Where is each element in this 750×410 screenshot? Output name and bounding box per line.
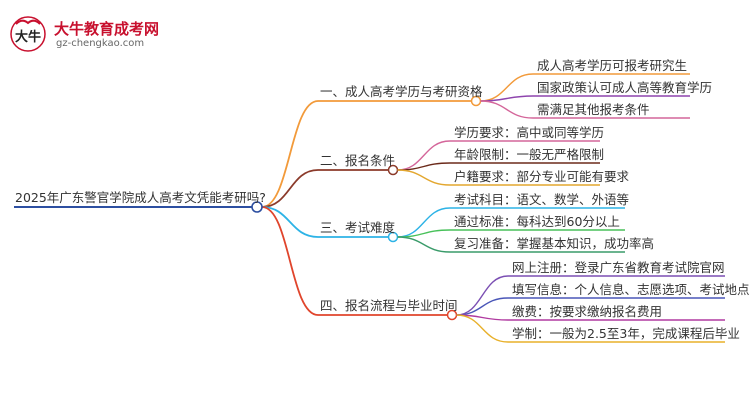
child-label[interactable]: 需满足其他报考条件 (537, 102, 650, 117)
child-connector (480, 73, 534, 102)
child-label[interactable]: 学历要求：高中或同等学历 (454, 125, 605, 140)
branch-connector (261, 206, 319, 316)
brand-logo[interactable]: 大牛 大牛教育成考网 gz-chengkao.com (8, 14, 248, 54)
child-connector (397, 236, 451, 253)
child-connector (397, 207, 451, 238)
branch-label[interactable]: 四、报名流程与毕业时间 (320, 298, 458, 313)
child-connector (397, 140, 451, 171)
branch-connector (261, 169, 319, 208)
child-label[interactable]: 学制：一般为2.5至3年，完成课程后毕业 (512, 326, 740, 341)
child-connector (480, 100, 534, 119)
child-label[interactable]: 考试科目：语文、数学、外语等 (454, 192, 630, 207)
child-label[interactable]: 缴费：按要求缴纳报名费用 (512, 304, 663, 319)
branch-label[interactable]: 一、成人高考学历与考研资格 (320, 84, 483, 99)
brand-url: gz-chengkao.com (56, 38, 145, 49)
branch-connector (261, 206, 319, 238)
child-label[interactable]: 通过标准：每科达到60分以上 (454, 214, 620, 229)
root-node-dot (251, 201, 263, 213)
brand-title: 大牛教育成考网 (54, 20, 160, 38)
child-label[interactable]: 网上注册：登录广东省教育考试院官网 (512, 260, 725, 275)
child-connector (456, 297, 509, 316)
branch-connector (261, 100, 319, 208)
branch-label[interactable]: 二、报名条件 (320, 153, 396, 168)
branch-label[interactable]: 三、考试难度 (320, 220, 396, 235)
child-label[interactable]: 户籍要求：部分专业可能有要求 (454, 169, 630, 184)
child-label[interactable]: 复习准备：掌握基本知识，成功率高 (454, 236, 655, 251)
child-connector (456, 275, 509, 316)
child-label[interactable]: 填写信息：个人信息、志愿选项、考试地点 (512, 282, 750, 297)
child-connector (456, 314, 509, 343)
ox-logo-icon: 大牛 (10, 16, 46, 52)
child-connector (397, 169, 451, 186)
child-label[interactable]: 成人高考学历可报考研究生 (537, 58, 688, 73)
child-connector (480, 95, 534, 102)
child-label[interactable]: 年龄限制：一般无严格限制 (454, 147, 605, 162)
logo-glyph: 大牛 (15, 29, 41, 45)
root-topic[interactable]: 2025年广东警官学院成人高考文凭能考研吗? (15, 190, 266, 205)
child-label[interactable]: 国家政策认可成人高等教育学历 (537, 80, 713, 95)
